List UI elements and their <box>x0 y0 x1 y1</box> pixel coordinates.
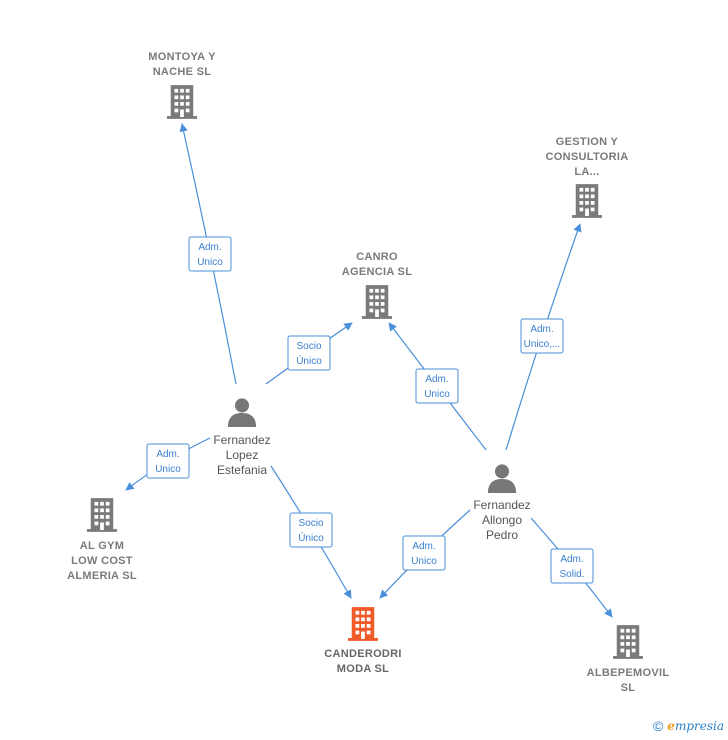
node-label: LA... <box>574 166 599 178</box>
edge-label-text: Adm. <box>156 449 179 460</box>
edge-label-fernandez_allongo-to-canro[interactable]: Adm. Unico <box>415 368 459 404</box>
node-label: Pedro <box>486 528 518 542</box>
node-gestion[interactable]: GESTION Y CONSULTORIA LA... <box>546 136 629 218</box>
node-label: ALMERIA SL <box>67 570 137 582</box>
building-icon <box>362 285 392 319</box>
node-label: MONTOYA Y <box>148 51 216 63</box>
node-montoya[interactable]: MONTOYA Y NACHE SL <box>148 51 216 119</box>
node-label: Lopez <box>226 448 259 462</box>
edge-label-text: Socio <box>298 518 323 529</box>
edge-label-text: Unico <box>411 556 437 567</box>
edge-label-fernandez_allongo-to-albepemovil[interactable]: Adm. Solid. <box>550 548 594 584</box>
node-label: NACHE SL <box>153 66 212 78</box>
edge-label-text: Solid. <box>559 569 584 580</box>
edge-label-text: Adm. <box>560 554 583 565</box>
edge-label-text: Único <box>298 531 324 544</box>
edge-label-text: Unico <box>424 389 450 400</box>
node-label: Allongo <box>482 513 522 527</box>
building-icon <box>167 85 197 119</box>
node-label: Fernandez <box>473 498 530 512</box>
edge-label-text: Unico <box>155 464 181 475</box>
node-label: ALBEPEMOVIL <box>587 667 670 679</box>
node-label: Estefania <box>217 463 267 477</box>
edge-label-fernandez_lopez-to-montoya[interactable]: Adm. Unico <box>188 236 232 272</box>
nodes-layer: MONTOYA Y NACHE SL GESTION Y CONSULTORIA LA.… <box>67 51 669 694</box>
brand-logo: empresia <box>667 719 724 733</box>
edge-label-fernandez_allongo-to-canderodri[interactable]: Adm. Unico <box>402 535 446 571</box>
copyright-icon: © <box>652 718 664 734</box>
building-icon <box>348 607 378 641</box>
node-label: CANRO <box>356 251 398 263</box>
edges-layer <box>125 123 613 618</box>
node-label: Fernandez <box>213 433 270 447</box>
node-label: CANDERODRI <box>324 648 402 660</box>
node-label: CONSULTORIA <box>546 151 629 163</box>
edge-label-text: Adm. <box>530 324 553 335</box>
edge-label-text: Unico <box>197 257 223 268</box>
edge-label-text: Adm. <box>425 374 448 385</box>
edge-label-fernandez_allongo-to-gestion[interactable]: Adm. Unico,... <box>520 318 564 354</box>
person-icon <box>487 464 517 493</box>
edge-label-text: Socio <box>296 341 321 352</box>
node-canderodri[interactable]: CANDERODRI MODA SL <box>324 607 402 675</box>
person-icon <box>227 398 257 427</box>
edge-label-text: Adm. <box>412 541 435 552</box>
edge-label-fernandez_lopez-to-algym[interactable]: Adm. Unico <box>146 443 190 479</box>
building-icon <box>87 498 117 532</box>
node-label: LOW COST <box>71 555 133 567</box>
edge-label-text: Unico,... <box>524 339 561 350</box>
node-albepemovil[interactable]: ALBEPEMOVIL SL <box>587 625 670 694</box>
node-label: SL <box>621 682 636 694</box>
node-label: GESTION Y <box>556 136 619 148</box>
building-icon <box>613 625 643 659</box>
edge-labels-layer: Adm.UnicoSocioÚnicoAdm.UnicoSocioÚnicoAd… <box>146 236 594 584</box>
edge-label-text: Único <box>296 354 322 367</box>
node-label: AGENCIA SL <box>342 266 412 278</box>
node-canro[interactable]: CANRO AGENCIA SL <box>342 251 412 319</box>
node-algym[interactable]: AL GYM LOW COST ALMERIA SL <box>67 498 137 582</box>
node-label: MODA SL <box>337 663 389 675</box>
node-label: AL GYM <box>80 540 124 552</box>
edge-label-text: Adm. <box>198 242 221 253</box>
footer-brand[interactable]: © empresia <box>653 718 724 734</box>
building-icon <box>572 184 602 218</box>
